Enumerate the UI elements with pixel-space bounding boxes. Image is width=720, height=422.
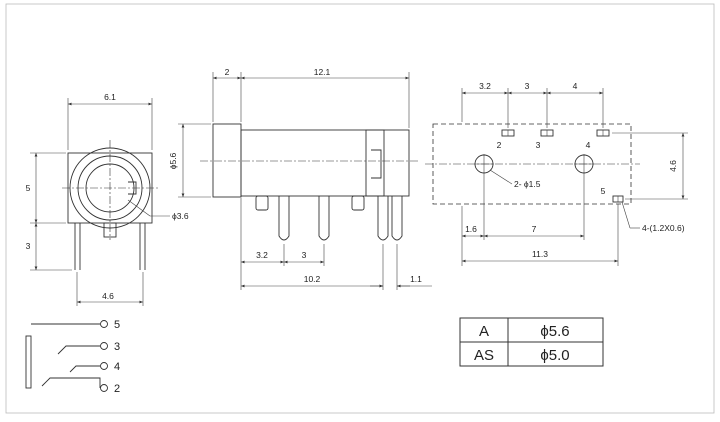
schematic-pin-4 <box>100 362 108 370</box>
schematic-label-5: 5 <box>114 319 120 331</box>
front-bottom-pin <box>103 222 117 238</box>
side-pin-3 <box>318 196 330 241</box>
dim-fp-top-a: 3.2 <box>479 81 491 91</box>
spec-row-1-model: A <box>479 323 489 340</box>
side-pin-2 <box>278 196 290 241</box>
dim-side-length: 12.1 <box>314 67 331 77</box>
pin-schematic: 5 3 4 2 <box>25 319 120 395</box>
pad-label-2: 2 <box>497 140 502 150</box>
schematic-label-2: 2 <box>114 383 120 395</box>
dim-side-pin-a: 3.2 <box>256 250 268 260</box>
spec-row-1-diameter: ϕ5.6 <box>540 323 569 340</box>
side-pin-1 <box>255 195 269 211</box>
side-pin-4 <box>351 195 365 211</box>
slot-label: 4-(1.2X0.6) <box>642 223 685 233</box>
side-clip <box>365 129 385 197</box>
dim-side-diameter: ϕ5.6 <box>168 152 178 169</box>
dim-fp-top-b: 3 <box>525 81 530 91</box>
dim-front-hole: ϕ3.6 <box>172 211 189 221</box>
dim-fp-total: 11.3 <box>532 249 548 259</box>
dim-front-bottom: 4.6 <box>102 291 114 301</box>
side-view: 2 12.1 ϕ5.6 3.2 3 10.2 1.1 <box>168 67 432 290</box>
schematic-sleeve <box>25 335 32 389</box>
pad-label-5: 5 <box>601 186 606 196</box>
dim-side-pin-b: 3 <box>302 250 307 260</box>
side-body <box>240 129 410 197</box>
schematic-label-4: 4 <box>114 361 120 373</box>
schematic-label-3: 3 <box>114 341 120 353</box>
dim-side-flange: 2 <box>225 67 230 77</box>
side-flange <box>212 123 242 198</box>
drawing-frame <box>5 3 715 414</box>
schematic-pin-3 <box>100 342 108 350</box>
pad-label-4: 4 <box>586 140 591 150</box>
spec-row-2-model: AS <box>474 347 494 364</box>
dim-side-total: 10.2 <box>304 274 321 284</box>
dim-front-height-top: 5 <box>26 183 31 193</box>
dim-side-pin-width: 1.1 <box>410 274 422 284</box>
dim-front-height-bottom: 3 <box>26 241 31 251</box>
dim-fp-holes: 7 <box>532 224 537 234</box>
front-view: 6.1 5 3 4.6 ϕ3.6 <box>26 92 189 306</box>
spec-row-2-diameter: ϕ5.0 <box>540 347 569 364</box>
schematic-pin-2 <box>100 384 108 392</box>
dim-fp-top-c: 4 <box>573 81 578 91</box>
hole-label: 2- ϕ1.5 <box>514 179 541 189</box>
schematic-pin-5 <box>100 320 108 328</box>
dim-fp-height: 4.6 <box>668 160 678 172</box>
side-pin-5 <box>377 196 389 241</box>
side-pin-6 <box>391 196 403 241</box>
spec-table: A ϕ5.6 AS ϕ5.0 <box>459 317 604 367</box>
dim-fp-left: 1.6 <box>465 224 477 234</box>
dim-front-width: 6.1 <box>104 92 116 102</box>
pad-label-3: 3 <box>536 140 541 150</box>
pcb-footprint: 2 3 4 5 2- ϕ1.5 4-(1.2X0.6) 3.2 3 4 4.6 <box>425 81 688 266</box>
